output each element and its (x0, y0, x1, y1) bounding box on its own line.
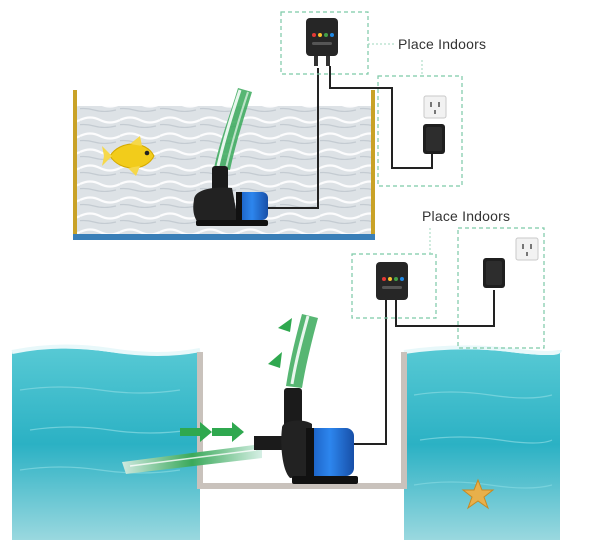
controller-icon (376, 262, 408, 300)
upper-power-cable (329, 66, 433, 169)
upper-outlet-box (377, 75, 463, 187)
upper-controller-box (280, 11, 369, 75)
aquarium-left-wall (73, 90, 77, 238)
upper-pump-cable (268, 68, 319, 209)
aquarium-scene (73, 11, 463, 240)
pond-scene (11, 227, 562, 540)
water-pump-icon (193, 166, 268, 226)
starfish-icon (461, 478, 495, 510)
fish-icon (102, 136, 155, 176)
pond-water-left (12, 348, 200, 540)
lower-power-cable (395, 290, 495, 327)
power-adapter-icon (483, 258, 505, 288)
lower-controller-box (351, 253, 437, 319)
upper-place-indoors-label: Place Indoors (398, 36, 487, 52)
aquarium-right-wall (371, 90, 375, 238)
lower-pump-cable (354, 300, 387, 445)
outlet-water-jet (268, 314, 318, 388)
lower-place-indoors-label: Place Indoors (422, 208, 511, 224)
wall-outlet-icon (423, 95, 447, 119)
upper-water-jet (214, 88, 252, 170)
pond-water-right (404, 349, 560, 540)
power-adapter-icon (423, 124, 445, 154)
wall-outlet-icon (515, 237, 539, 261)
aquarium-base (73, 234, 375, 240)
intake-water-flow (122, 422, 262, 474)
controller-icon (306, 18, 338, 66)
pond-water-pump-icon (254, 388, 358, 484)
lower-outlet-box (457, 227, 545, 349)
